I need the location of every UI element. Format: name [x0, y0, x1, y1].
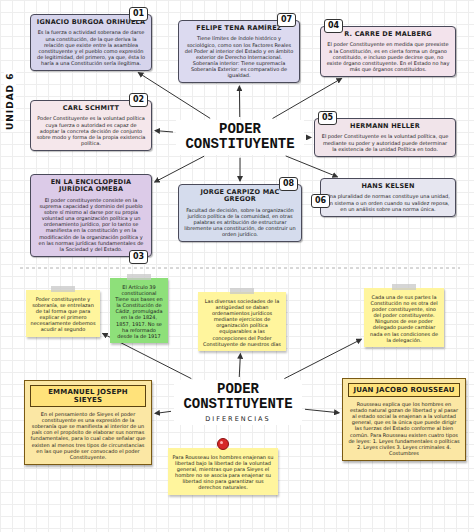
lined-note: EMMANUEL JOSEPH SIEYES En el pensamiento …: [24, 380, 152, 465]
author-box: CARL SCHMITTPoder Constituyente es la vo…: [30, 100, 152, 151]
connector-arrow: [239, 354, 240, 377]
callout-number: 02: [129, 93, 148, 107]
callout-number: 08: [279, 177, 298, 191]
central-concept: PODER CONSTITUYENTE: [176, 120, 304, 155]
body-text: Para Rousseau los hombres enajenan su li…: [172, 454, 274, 491]
body-text: Facultad de decisión, sobre la organizac…: [184, 207, 296, 237]
unit-title: UNIDAD 6: [4, 71, 16, 133]
sticky-note: El Artículo 39 constitucional Tiene sus …: [110, 278, 168, 343]
author-box: IGNACIO BURGOA ORIHUELAEs la fuerza o ac…: [30, 14, 152, 71]
author-name: EMMANUEL JOSEPH SIEYES: [30, 385, 146, 407]
tape-strip: [51, 286, 75, 292]
tape-strip: [127, 274, 151, 280]
body-text: Poder constituyente y soberanía, se entr…: [30, 296, 96, 333]
author-box: EN LA ENCICLOPEDIA JURÍDICA OMEBA El pode…: [30, 174, 152, 257]
pin-head: [218, 439, 229, 450]
connector-arrow: [239, 86, 240, 117]
connector-arrow: [305, 409, 339, 412]
tape-strip: [392, 284, 416, 290]
author-name: HANS KELSEN: [326, 183, 450, 190]
author-box: R. CARRE DE MALBERG El poder Constituyent…: [320, 26, 456, 77]
section-divider: [20, 268, 460, 269]
subtitle: DIFERENCIAS: [177, 415, 299, 423]
sticky-note: Poder constituyente y soberanía, se entr…: [26, 290, 100, 337]
concept-title: PODER CONSTITUYENTE: [177, 382, 299, 413]
pinned-note: Para Rousseau los hombres enajenan su li…: [168, 448, 278, 495]
tape-strip: [230, 288, 254, 294]
callout-number: 07: [277, 13, 296, 27]
connector-arrow: [155, 131, 173, 132]
central-concept: PODER CONSTITUYENTE DIFERENCIAS: [174, 380, 302, 425]
body-text: El poder constituyente consiste en la su…: [36, 197, 146, 252]
connector-arrow: [155, 156, 204, 182]
body-text: Es la fuerza o actividad soberana de dar…: [36, 29, 146, 66]
callout-number: 04: [324, 19, 343, 33]
body-text: Las diversas sociedades de la antigüedad…: [202, 298, 282, 347]
concept-title: PODER CONSTITUYENTE: [179, 122, 301, 153]
connector-arrow: [307, 137, 311, 138]
connector-arrow: [155, 411, 171, 413]
author-name: JORGE CARPIZO MAC GREGOR: [184, 189, 296, 204]
body-text: Cada una de sus partes la Constitución n…: [368, 294, 440, 343]
body-text: Poder Constituyente es la voluntad polít…: [36, 115, 146, 145]
author-box: HANS KELSEN Una pluralidad de normas cons…: [320, 178, 456, 217]
body-text: Rousseau explica que los hombres en esta…: [348, 401, 460, 456]
body-text: El poder Constituyente es la voluntad po…: [320, 133, 450, 151]
callout-number: 01: [129, 7, 148, 21]
callout-number: 03: [129, 250, 148, 264]
body-text: El poder Constituyente en medida que pre…: [326, 41, 450, 71]
connector-arrow: [284, 339, 361, 378]
body-text: Tiene límites de índole histórico y soci…: [184, 35, 294, 78]
lined-note: JUAN JACOBO ROUSSEAU Rousseau explica que…: [342, 378, 466, 461]
author-name: R. CARRE DE MALBERG: [326, 31, 450, 38]
author-box: FELIPE TENA RAMÍREZTiene límites de índo…: [178, 20, 300, 83]
body-text: En el pensamiento de Sieyes el poder con…: [30, 411, 146, 460]
body-text: El Artículo 39 constitucional Tiene sus …: [114, 284, 164, 339]
connector-arrow: [240, 158, 241, 181]
author-name: HERMANN HELLER: [320, 123, 450, 130]
pin-highlight: [220, 441, 223, 444]
connector-arrow: [286, 156, 338, 177]
push-pin: [215, 437, 231, 453]
author-box: JORGE CARPIZO MAC GREGOR Facultad de deci…: [178, 184, 302, 242]
author-name: JUAN JACOBO ROUSSEAU: [348, 383, 460, 397]
author-name: EN LA ENCICLOPEDIA JURÍDICA OMEBA: [36, 179, 146, 194]
sticky-note: Las diversas sociedades de la antigüedad…: [198, 292, 286, 351]
body-text: Una pluralidad de normas constituye una …: [326, 193, 450, 211]
sticky-note: Cada una de sus partes la Constitución n…: [364, 288, 444, 347]
callout-number: 06: [311, 194, 330, 208]
callout-number: 05: [318, 111, 337, 125]
